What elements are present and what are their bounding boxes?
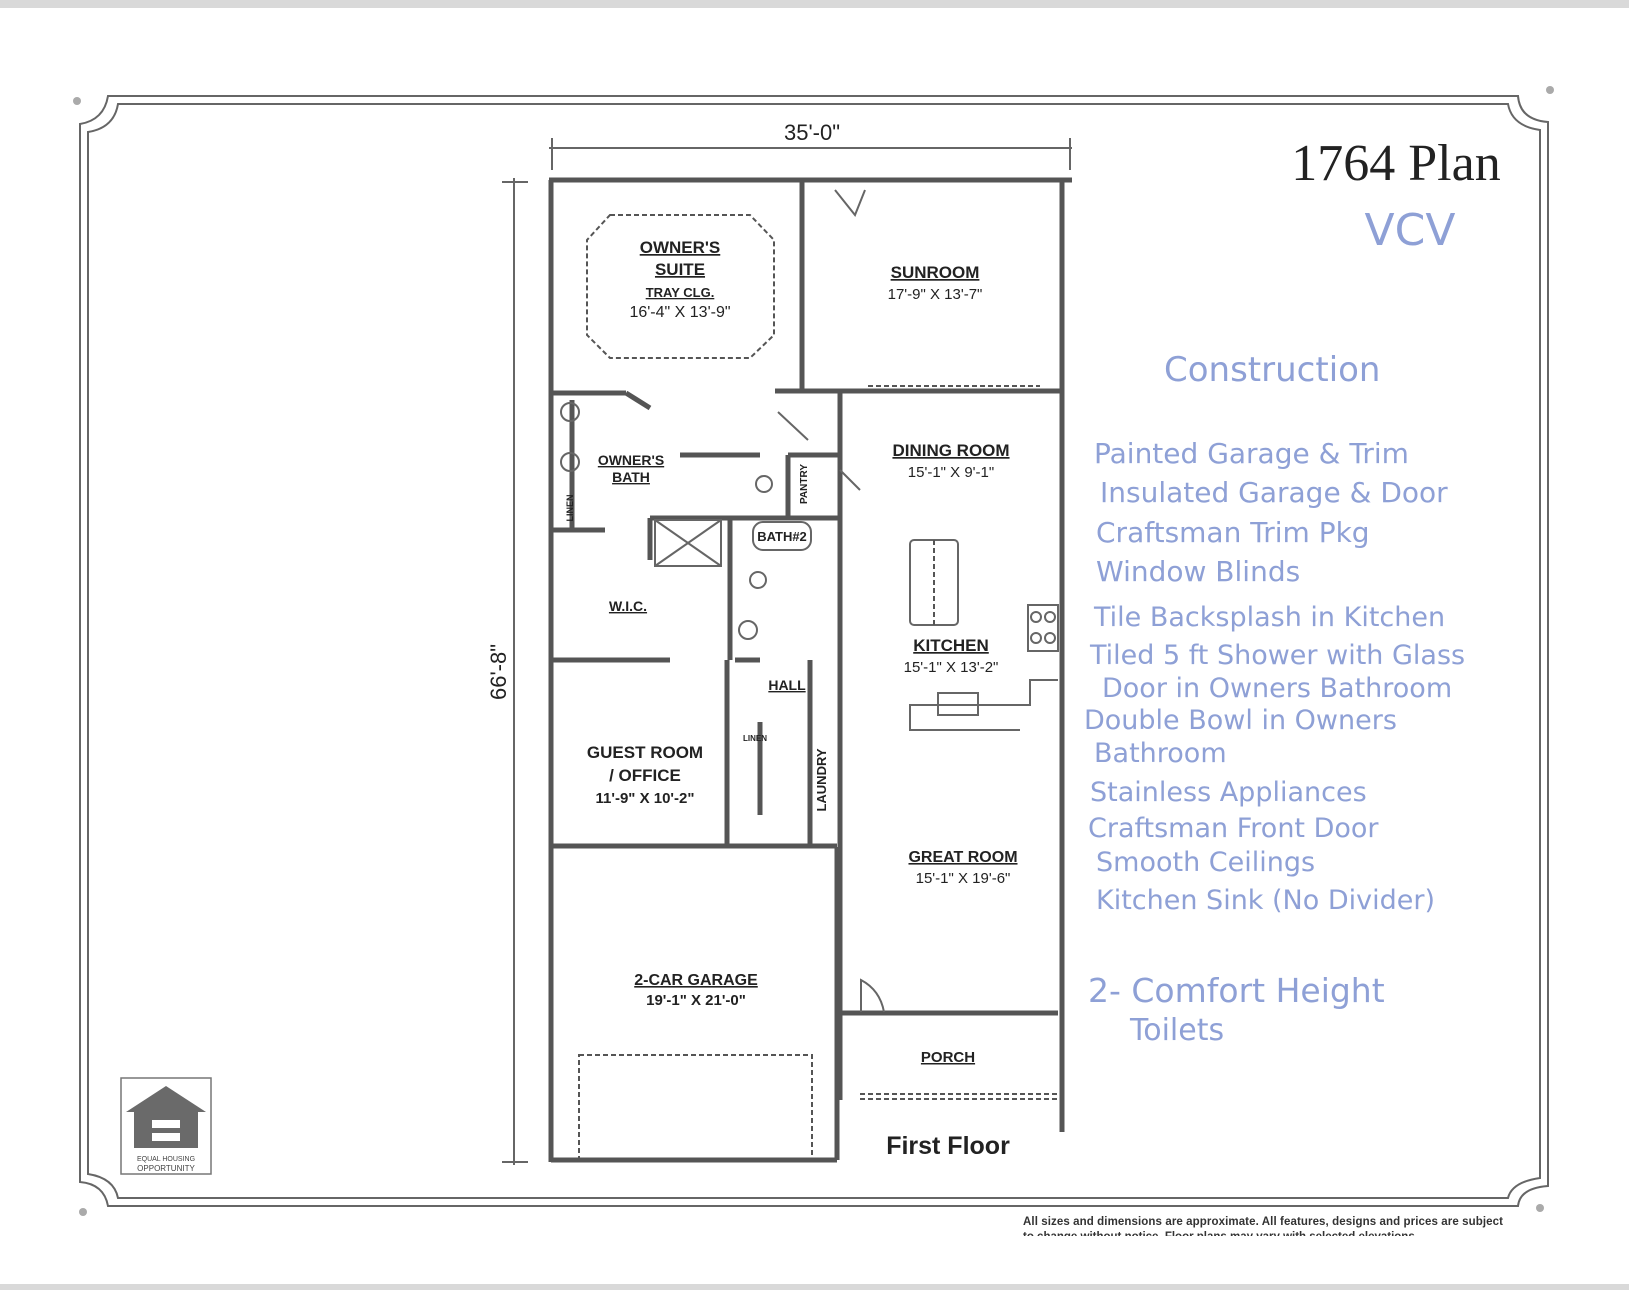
rooms-garage-size: 19'-1" X 21'-0" <box>646 992 746 1009</box>
room-sunroom: SUNROOM 17'-9" X 13'-7" <box>888 263 983 303</box>
disclaimer: All sizes and dimensions are approximate… <box>1023 1216 1503 1243</box>
rooms-owners-suite-name1: OWNER'S <box>640 238 721 257</box>
note-item: Tiled 5 ft Shower with Glass <box>1089 640 1465 671</box>
note-item: Tile Backsplash in Kitchen <box>1093 602 1445 633</box>
rooms-garage-name: 2-CAR GARAGE <box>634 972 758 989</box>
floor-label: First Floor <box>886 1132 1010 1160</box>
rooms-owners-bath-name2: BATH <box>612 469 650 485</box>
note-item: Craftsman Trim Pkg <box>1096 516 1370 549</box>
rooms-great-room-size: 15'-1" X 19'-6" <box>916 870 1011 887</box>
rooms-guest-size: 11'-9" X 10'-2" <box>596 790 695 807</box>
width-dimension: 35'-0" <box>549 120 1072 170</box>
disclaimer-line1: All sizes and dimensions are approximate… <box>1023 1216 1503 1228</box>
rooms-sunroom-name: SUNROOM <box>891 263 980 282</box>
notes-heading: Construction <box>1164 350 1380 390</box>
note-item: Craftsman Front Door <box>1088 813 1379 844</box>
logo-text2: OPPORTUNITY <box>137 1164 195 1173</box>
room-pantry: PANTRY <box>799 464 810 504</box>
rooms-sunroom-size: 17'-9" X 13'-7" <box>888 286 983 303</box>
depth-label: 66'-8" <box>486 644 511 700</box>
rooms-dining-name: DINING ROOM <box>892 441 1009 460</box>
rooms-owners-suite-name2: SUITE <box>655 260 705 279</box>
rooms-guest-name2: / OFFICE <box>609 766 681 785</box>
room-hall: HALL <box>768 677 806 693</box>
note-item: Stainless Appliances <box>1090 777 1367 808</box>
rooms-owners-bath-name1: OWNER'S <box>598 452 664 468</box>
room-guest-office: GUEST ROOM / OFFICE 11'-9" X 10'-2" <box>587 743 703 807</box>
note-item: Painted Garage & Trim <box>1094 437 1409 470</box>
disclaimer-line2: to change without notice. Floor plans ma… <box>1023 1231 1418 1243</box>
room-owners-suite: OWNER'S SUITE TRAY CLG. 16'-4" X 13'-9" <box>629 238 730 321</box>
room-great-room: GREAT ROOM 15'-1" X 19'-6" <box>908 849 1017 887</box>
room-dining: DINING ROOM 15'-1" X 9'-1" <box>892 441 1009 481</box>
equal-housing-logo: EQUAL HOUSING OPPORTUNITY <box>120 1077 212 1175</box>
note-item: Double Bowl in Owners <box>1084 705 1397 736</box>
room-owners-bath: OWNER'S BATH <box>598 452 664 485</box>
note-item: Smooth Ceilings <box>1096 847 1315 878</box>
room-bath2: BATH#2 <box>757 529 807 544</box>
note-item: Door in Owners Bathroom <box>1102 673 1452 704</box>
rooms-owners-suite-note: TRAY CLG. <box>646 285 715 300</box>
plan-title: 1764 Plan <box>1291 135 1500 192</box>
rooms-guest-name1: GUEST ROOM <box>587 743 703 762</box>
logo-text1: EQUAL HOUSING <box>137 1156 195 1163</box>
note-item: Insulated Garage & Door <box>1100 476 1448 509</box>
room-wic: W.I.C. <box>609 598 647 614</box>
walls <box>548 177 1072 1163</box>
depth-dimension: 66'-8" <box>486 178 528 1165</box>
room-kitchen: KITCHEN 15'-1" X 13'-2" <box>904 636 999 676</box>
bottom-edge <box>0 1284 1629 1290</box>
decorative-frame <box>73 86 1554 1216</box>
room-garage: 2-CAR GARAGE 19'-1" X 21'-0" <box>634 972 758 1009</box>
rooms-kitchen-name: KITCHEN <box>913 636 989 655</box>
room-linen-hall: LINEN <box>743 734 767 743</box>
note-item: Bathroom <box>1094 738 1227 769</box>
top-edge <box>0 0 1629 8</box>
note-item: Window Blinds <box>1096 555 1300 588</box>
room-laundry: LAUNDRY <box>814 748 829 811</box>
note-item: Kitchen Sink (No Divider) <box>1096 885 1435 916</box>
rooms-dining-size: 15'-1" X 9'-1" <box>908 464 994 481</box>
room-porch: PORCH <box>921 1049 975 1066</box>
note-extra: Toilets <box>1129 1013 1224 1048</box>
handwritten-code: VCV <box>1365 205 1456 256</box>
rooms-great-room-name: GREAT ROOM <box>908 849 1017 866</box>
rooms-owners-suite-size: 16'-4" X 13'-9" <box>629 304 730 321</box>
note-extra: 2- Comfort Height <box>1088 971 1385 1010</box>
room-linen: LINEN <box>565 495 575 522</box>
rooms-kitchen-size: 15'-1" X 13'-2" <box>904 659 999 676</box>
width-label: 35'-0" <box>784 120 840 145</box>
handwritten-notes: Construction Painted Garage & Trim Insul… <box>1084 350 1465 1048</box>
